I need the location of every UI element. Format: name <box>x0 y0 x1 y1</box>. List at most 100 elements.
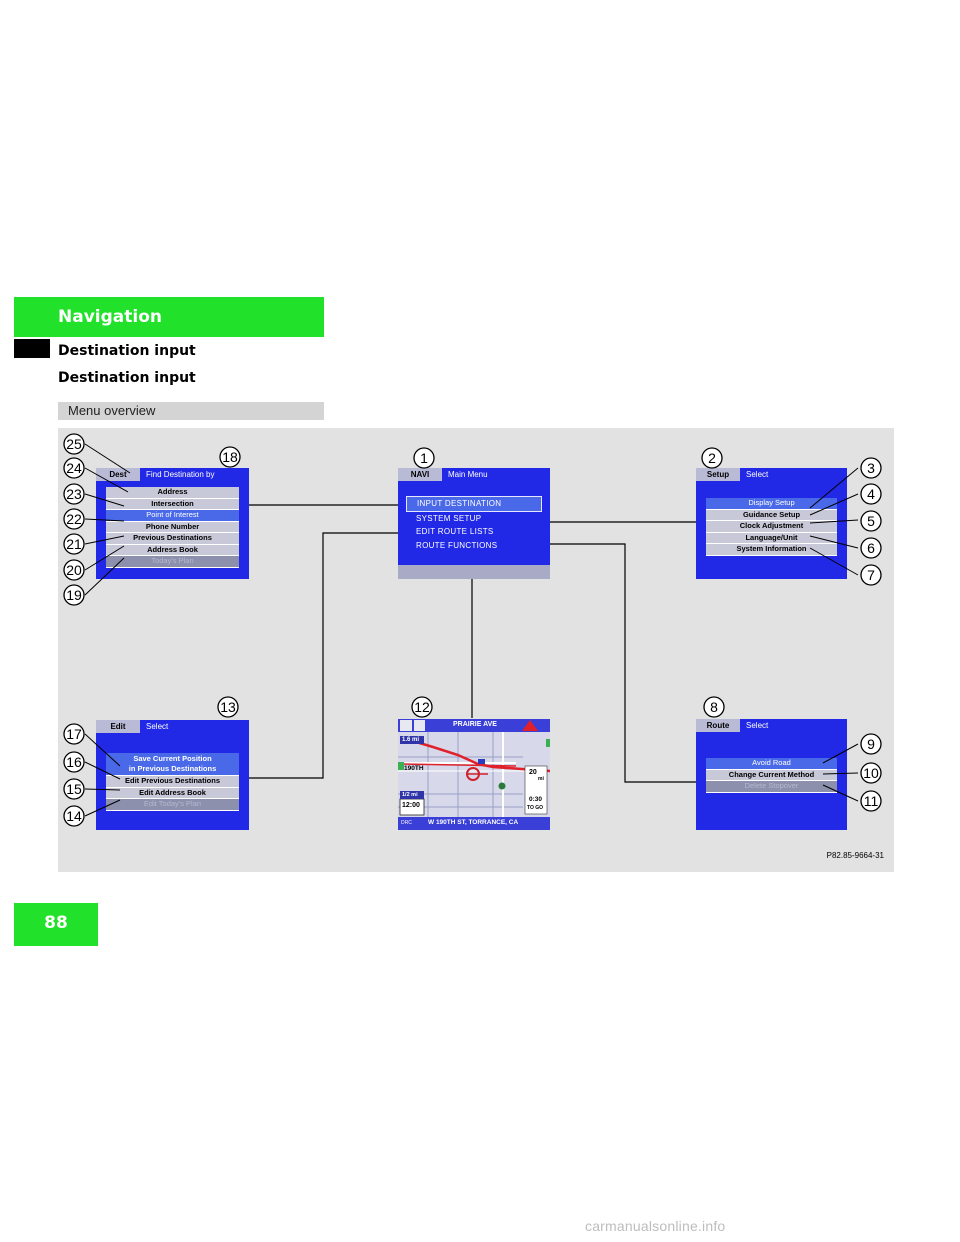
menu-item-guidance-setup[interactable]: Guidance Setup <box>706 510 837 521</box>
dest-tab[interactable]: Dest <box>96 468 140 481</box>
menu-item-edit-previous[interactable]: Edit Previous Destinations <box>106 776 239 788</box>
menu-item-edit-todays-plan[interactable]: Edit Today's Plan <box>106 799 239 811</box>
menu-item-clock-adjustment[interactable]: Clock Adjustment <box>706 521 837 533</box>
route-screen: Route Select Avoid Road Change Current M… <box>696 719 847 830</box>
page-number: 88 <box>44 913 68 933</box>
setup-title: Select <box>746 470 769 479</box>
menu-overview-label: Menu overview <box>68 403 156 418</box>
svg-text:16: 16 <box>66 754 82 770</box>
figure-code: P82.85-9664-31 <box>826 851 884 860</box>
svg-text:5: 5 <box>867 513 875 529</box>
menu-item-phone[interactable]: Phone Number <box>106 522 239 533</box>
menu-item-input-destination[interactable]: INPUT DESTINATION <box>406 496 542 512</box>
menu-item-system-information[interactable]: System Information <box>706 544 837 556</box>
callout-circle-12: 12 <box>411 696 433 718</box>
svg-text:21: 21 <box>66 536 82 552</box>
svg-text:8: 8 <box>710 699 718 715</box>
svg-text:14: 14 <box>66 808 82 824</box>
callout-circle-13: 13 <box>217 696 239 718</box>
navi-screen: NAVI Main Menu INPUT DESTINATION SYSTEM … <box>398 468 550 579</box>
callout-circle-7: 7 <box>860 564 882 586</box>
menu-item-intersection[interactable]: Intersection <box>106 499 239 510</box>
map-screen: PRAIRIE AVE 1.6 mi 190TH 1/2 mi 12:00 20… <box>398 719 550 830</box>
subsection-title: Destination input <box>58 343 196 359</box>
dest-menu: Address Intersection Point of Interest P… <box>106 487 239 568</box>
menu-item-system-setup[interactable]: SYSTEM SETUP <box>416 513 482 523</box>
menu-item-todays-plan[interactable]: Today's Plan <box>106 556 239 568</box>
edit-tab[interactable]: Edit <box>96 720 140 733</box>
svg-text:7: 7 <box>867 567 875 583</box>
callout-circle-5: 5 <box>860 510 882 532</box>
menu-item-address-book[interactable]: Address Book <box>106 545 239 556</box>
svg-text:15: 15 <box>66 781 82 797</box>
page-heading: Destination input <box>58 370 196 386</box>
svg-text:25: 25 <box>66 436 82 452</box>
callout-circle-19: 19 <box>63 584 85 606</box>
callout-circle-10: 10 <box>860 762 882 784</box>
dest-screen: Dest Find Destination by Address Interse… <box>96 468 249 579</box>
menu-item-display-setup[interactable]: Display Setup <box>706 498 837 510</box>
route-title: Select <box>746 721 769 730</box>
save-position-line1: Save Current Position <box>133 754 212 763</box>
navi-menu: INPUT DESTINATION SYSTEM SETUP EDIT ROUT… <box>406 496 542 552</box>
setup-tab[interactable]: Setup <box>696 468 740 481</box>
svg-text:2: 2 <box>708 450 716 466</box>
menu-item-route-functions[interactable]: ROUTE FUNCTIONS <box>416 540 498 550</box>
callout-circle-8: 8 <box>703 696 725 718</box>
callouts: 1 2 3 4 5 6 7 8 9 10 11 12 13 14 15 16 1… <box>63 433 882 827</box>
menu-overview-bar: Menu overview <box>58 402 324 420</box>
svg-text:24: 24 <box>66 460 82 476</box>
menu-item-previous[interactable]: Previous Destinations <box>106 533 239 545</box>
menu-item-edit-address-book[interactable]: Edit Address Book <box>106 788 239 799</box>
menu-item-change-method[interactable]: Change Current Method <box>706 770 837 781</box>
callout-circle-24: 24 <box>63 457 85 479</box>
map-eta: 0:30 <box>529 796 543 803</box>
callout-circle-1: 1 <box>413 447 435 469</box>
connector-lines <box>248 504 696 783</box>
navi-tab[interactable]: NAVI <box>398 468 442 481</box>
map-distance-unit: mi <box>538 776 544 782</box>
setup-menu: Display Setup Guidance Setup Clock Adjus… <box>706 498 837 556</box>
callout-circle-6: 6 <box>860 537 882 559</box>
svg-text:20: 20 <box>66 562 82 578</box>
map-graphic <box>398 719 550 830</box>
edit-screen: Edit Select Save Current Position in Pre… <box>96 720 249 830</box>
map-scale2: 1/2 mi <box>402 792 418 798</box>
navi-title: Main Menu <box>448 470 488 479</box>
callout-circle-9: 9 <box>860 733 882 755</box>
callout-circle-23: 23 <box>63 483 85 505</box>
menu-item-address[interactable]: Address <box>106 487 239 499</box>
menu-item-avoid-road[interactable]: Avoid Road <box>706 758 837 770</box>
page-number-box: 88 <box>14 903 98 946</box>
svg-text:13: 13 <box>220 699 236 715</box>
callout-circle-4: 4 <box>860 483 882 505</box>
callout-leaders <box>84 443 859 817</box>
svg-text:6: 6 <box>867 540 875 556</box>
watermark: carmanualsonline.info <box>585 1218 726 1234</box>
dest-title: Find Destination by <box>146 470 215 479</box>
svg-text:11: 11 <box>864 793 879 809</box>
svg-text:19: 19 <box>66 587 82 603</box>
callout-circle-20: 20 <box>63 559 85 581</box>
callout-circle-22: 22 <box>63 508 85 530</box>
callout-circle-25: 25 <box>63 433 85 455</box>
map-bottom-left: DRC <box>401 820 412 826</box>
svg-text:9: 9 <box>867 736 875 752</box>
map-eta-label: TO GO <box>527 805 544 811</box>
menu-diagram: Dest Find Destination by Address Interse… <box>58 428 894 872</box>
menu-item-edit-route-lists[interactable]: EDIT ROUTE LISTS <box>416 527 494 536</box>
section-header-bar: Navigation <box>14 297 324 337</box>
svg-text:4: 4 <box>867 486 875 502</box>
svg-text:17: 17 <box>66 726 82 742</box>
callout-circle-15: 15 <box>63 778 85 800</box>
callout-circle-18: 18 <box>219 446 241 468</box>
route-tab[interactable]: Route <box>696 719 740 732</box>
menu-item-save-position[interactable]: Save Current Position in Previous Destin… <box>106 753 239 776</box>
section-marker <box>14 339 50 358</box>
edit-menu: Save Current Position in Previous Destin… <box>106 753 239 811</box>
menu-item-delete-stopover[interactable]: Delete Stopover <box>706 781 837 793</box>
menu-item-language-unit[interactable]: Language/Unit <box>706 533 837 544</box>
menu-item-poi[interactable]: Point of Interest <box>106 510 239 522</box>
navi-footer <box>398 565 550 579</box>
map-street-top: PRAIRIE AVE <box>453 721 497 728</box>
